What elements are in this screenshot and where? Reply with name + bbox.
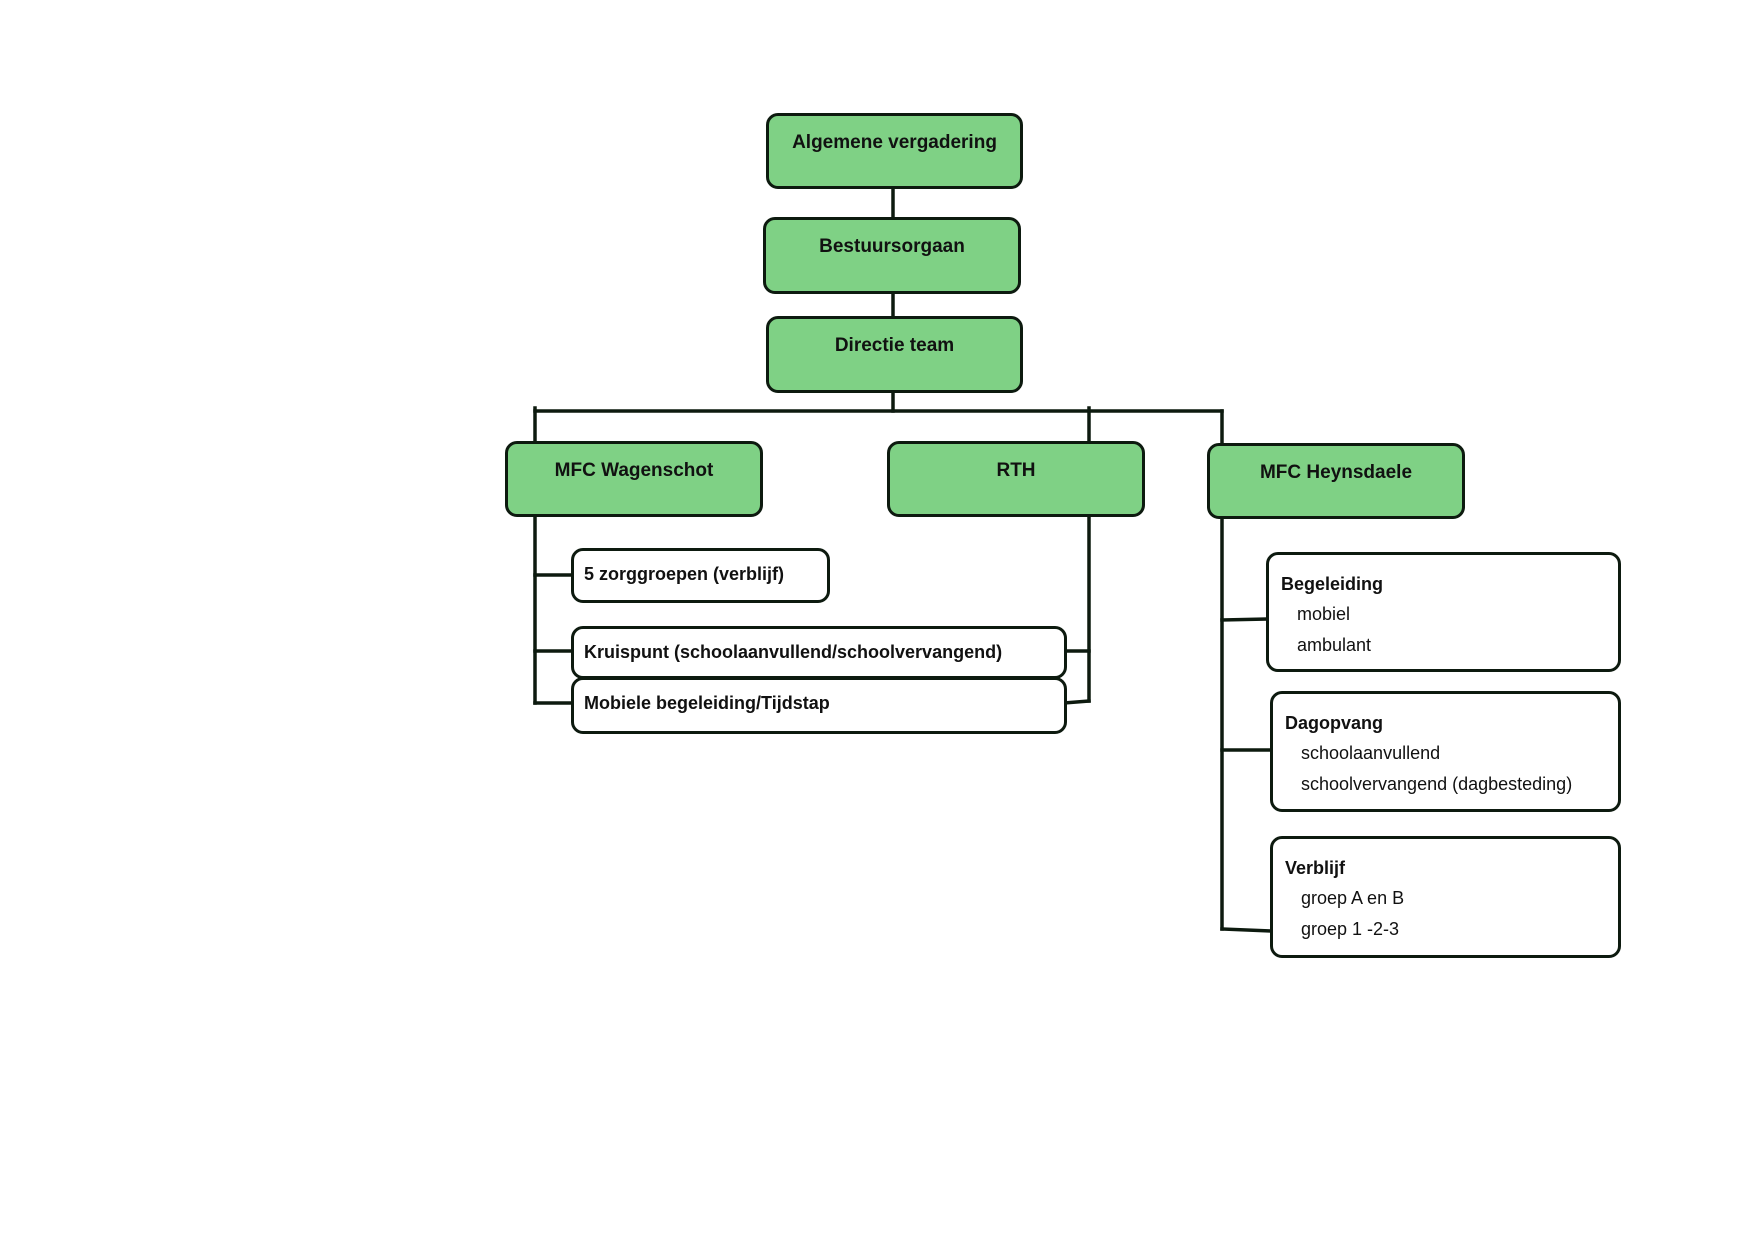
node-label: RTH — [996, 460, 1036, 481]
node-begeleiding: Begeleiding mobiel ambulant — [1266, 552, 1621, 672]
node-mfc-wagenschot: MFC Wagenschot — [505, 441, 763, 517]
node-label: MFC Wagenschot — [554, 460, 714, 481]
node-label: Directie team — [834, 335, 955, 356]
node-item: groep 1 -2-3 — [1301, 919, 1400, 939]
connector-line — [1220, 617, 1268, 622]
node-item: groep A en B — [1301, 888, 1405, 908]
node-item: ambulant — [1297, 635, 1372, 655]
node-item: schoolvervangend (dagbesteding) — [1301, 774, 1573, 794]
node-algemene-vergadering: Algemene vergadering — [766, 113, 1023, 189]
node-verblijf: Verblijf groep A en B groep 1 -2-3 — [1270, 836, 1621, 958]
node-title: Verblijf — [1285, 858, 1346, 878]
node-rth: RTH — [887, 441, 1145, 517]
node-title: Dagopvang — [1285, 713, 1384, 733]
node-item: mobiel — [1297, 604, 1351, 624]
node-5-zorggroepen: 5 zorggroepen (verblijf) — [571, 548, 830, 603]
node-title: Begeleiding — [1281, 574, 1384, 594]
node-kruispunt: Kruispunt (schoolaanvullend/schoolvervan… — [571, 626, 1067, 679]
node-mobiele-begeleiding: Mobiele begeleiding/Tijdstap — [571, 677, 1067, 734]
connector-line — [1062, 699, 1091, 705]
node-bestuursorgaan: Bestuursorgaan — [763, 217, 1021, 294]
node-label: MFC Heynsdaele — [1259, 462, 1413, 483]
node-dagopvang: Dagopvang schoolaanvullend schoolvervang… — [1270, 691, 1621, 812]
node-label: Kruispunt (schoolaanvullend/schoolvervan… — [584, 642, 1003, 662]
node-label: Mobiele begeleiding/Tijdstap — [584, 693, 830, 713]
node-mfc-heynsdaele: MFC Heynsdaele — [1207, 443, 1465, 519]
node-label: 5 zorggroepen (verblijf) — [584, 564, 785, 584]
connector-line — [1220, 927, 1272, 933]
node-label: Bestuursorgaan — [819, 236, 965, 257]
node-directie-team: Directie team — [766, 316, 1023, 393]
node-label: Algemene vergadering — [792, 132, 997, 153]
node-item: schoolaanvullend — [1301, 743, 1441, 763]
